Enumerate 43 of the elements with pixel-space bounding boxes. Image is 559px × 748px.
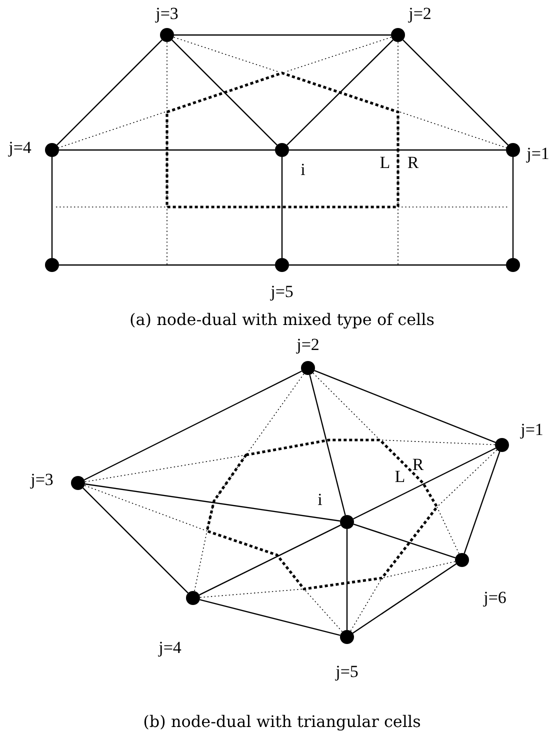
vertex-label: j=3 [29,471,54,489]
mesh-edge [512,157,514,258]
figure-caption: (b) node-dual with triangular cells [143,713,421,731]
vertex-label: j=3 [154,5,180,23]
mesh-edge [82,488,188,594]
mesh-edge [346,529,348,630]
mesh-edge [172,40,278,146]
figure-caption: (a) node-dual with mixed type of cells [130,311,434,329]
vertex-label: j=1 [525,145,550,163]
mesh-edge [174,34,391,36]
mesh-edge [59,149,275,151]
mesh-edge [309,374,346,516]
vertex-label: i [316,491,324,509]
vertex-label: j=2 [295,336,320,354]
mesh-edge [289,264,506,266]
mesh-edge [352,563,457,634]
mesh-edge [353,524,456,558]
vertex-label: j=5 [269,283,294,301]
vertex-label: j=4 [7,139,32,157]
vertex-label: j=2 [407,5,432,23]
mesh-edge [402,40,508,146]
vertex-label: j=1 [519,421,544,439]
mesh-edge [51,157,53,258]
side-label: L [394,468,406,486]
mesh-edge [56,40,162,146]
side-label: R [412,456,424,474]
mesh-edge [289,149,506,151]
mesh-edge [199,524,341,596]
mesh-edge [314,370,496,443]
vertex-label: j=4 [157,639,182,657]
vertex-label: i [300,161,306,179]
mesh-edge [464,451,500,554]
side-label: L [380,154,390,172]
vertex-label: j=5 [334,663,360,681]
mesh-edge [200,599,340,636]
mesh-edge [84,370,302,480]
mesh-edge [286,40,394,146]
mesh-edge [59,264,275,266]
vertex-label: j=6 [482,589,508,607]
mesh-edge [84,483,340,522]
side-label: R [407,154,419,172]
mesh-edge [281,157,283,258]
mesh-edge [353,448,496,520]
